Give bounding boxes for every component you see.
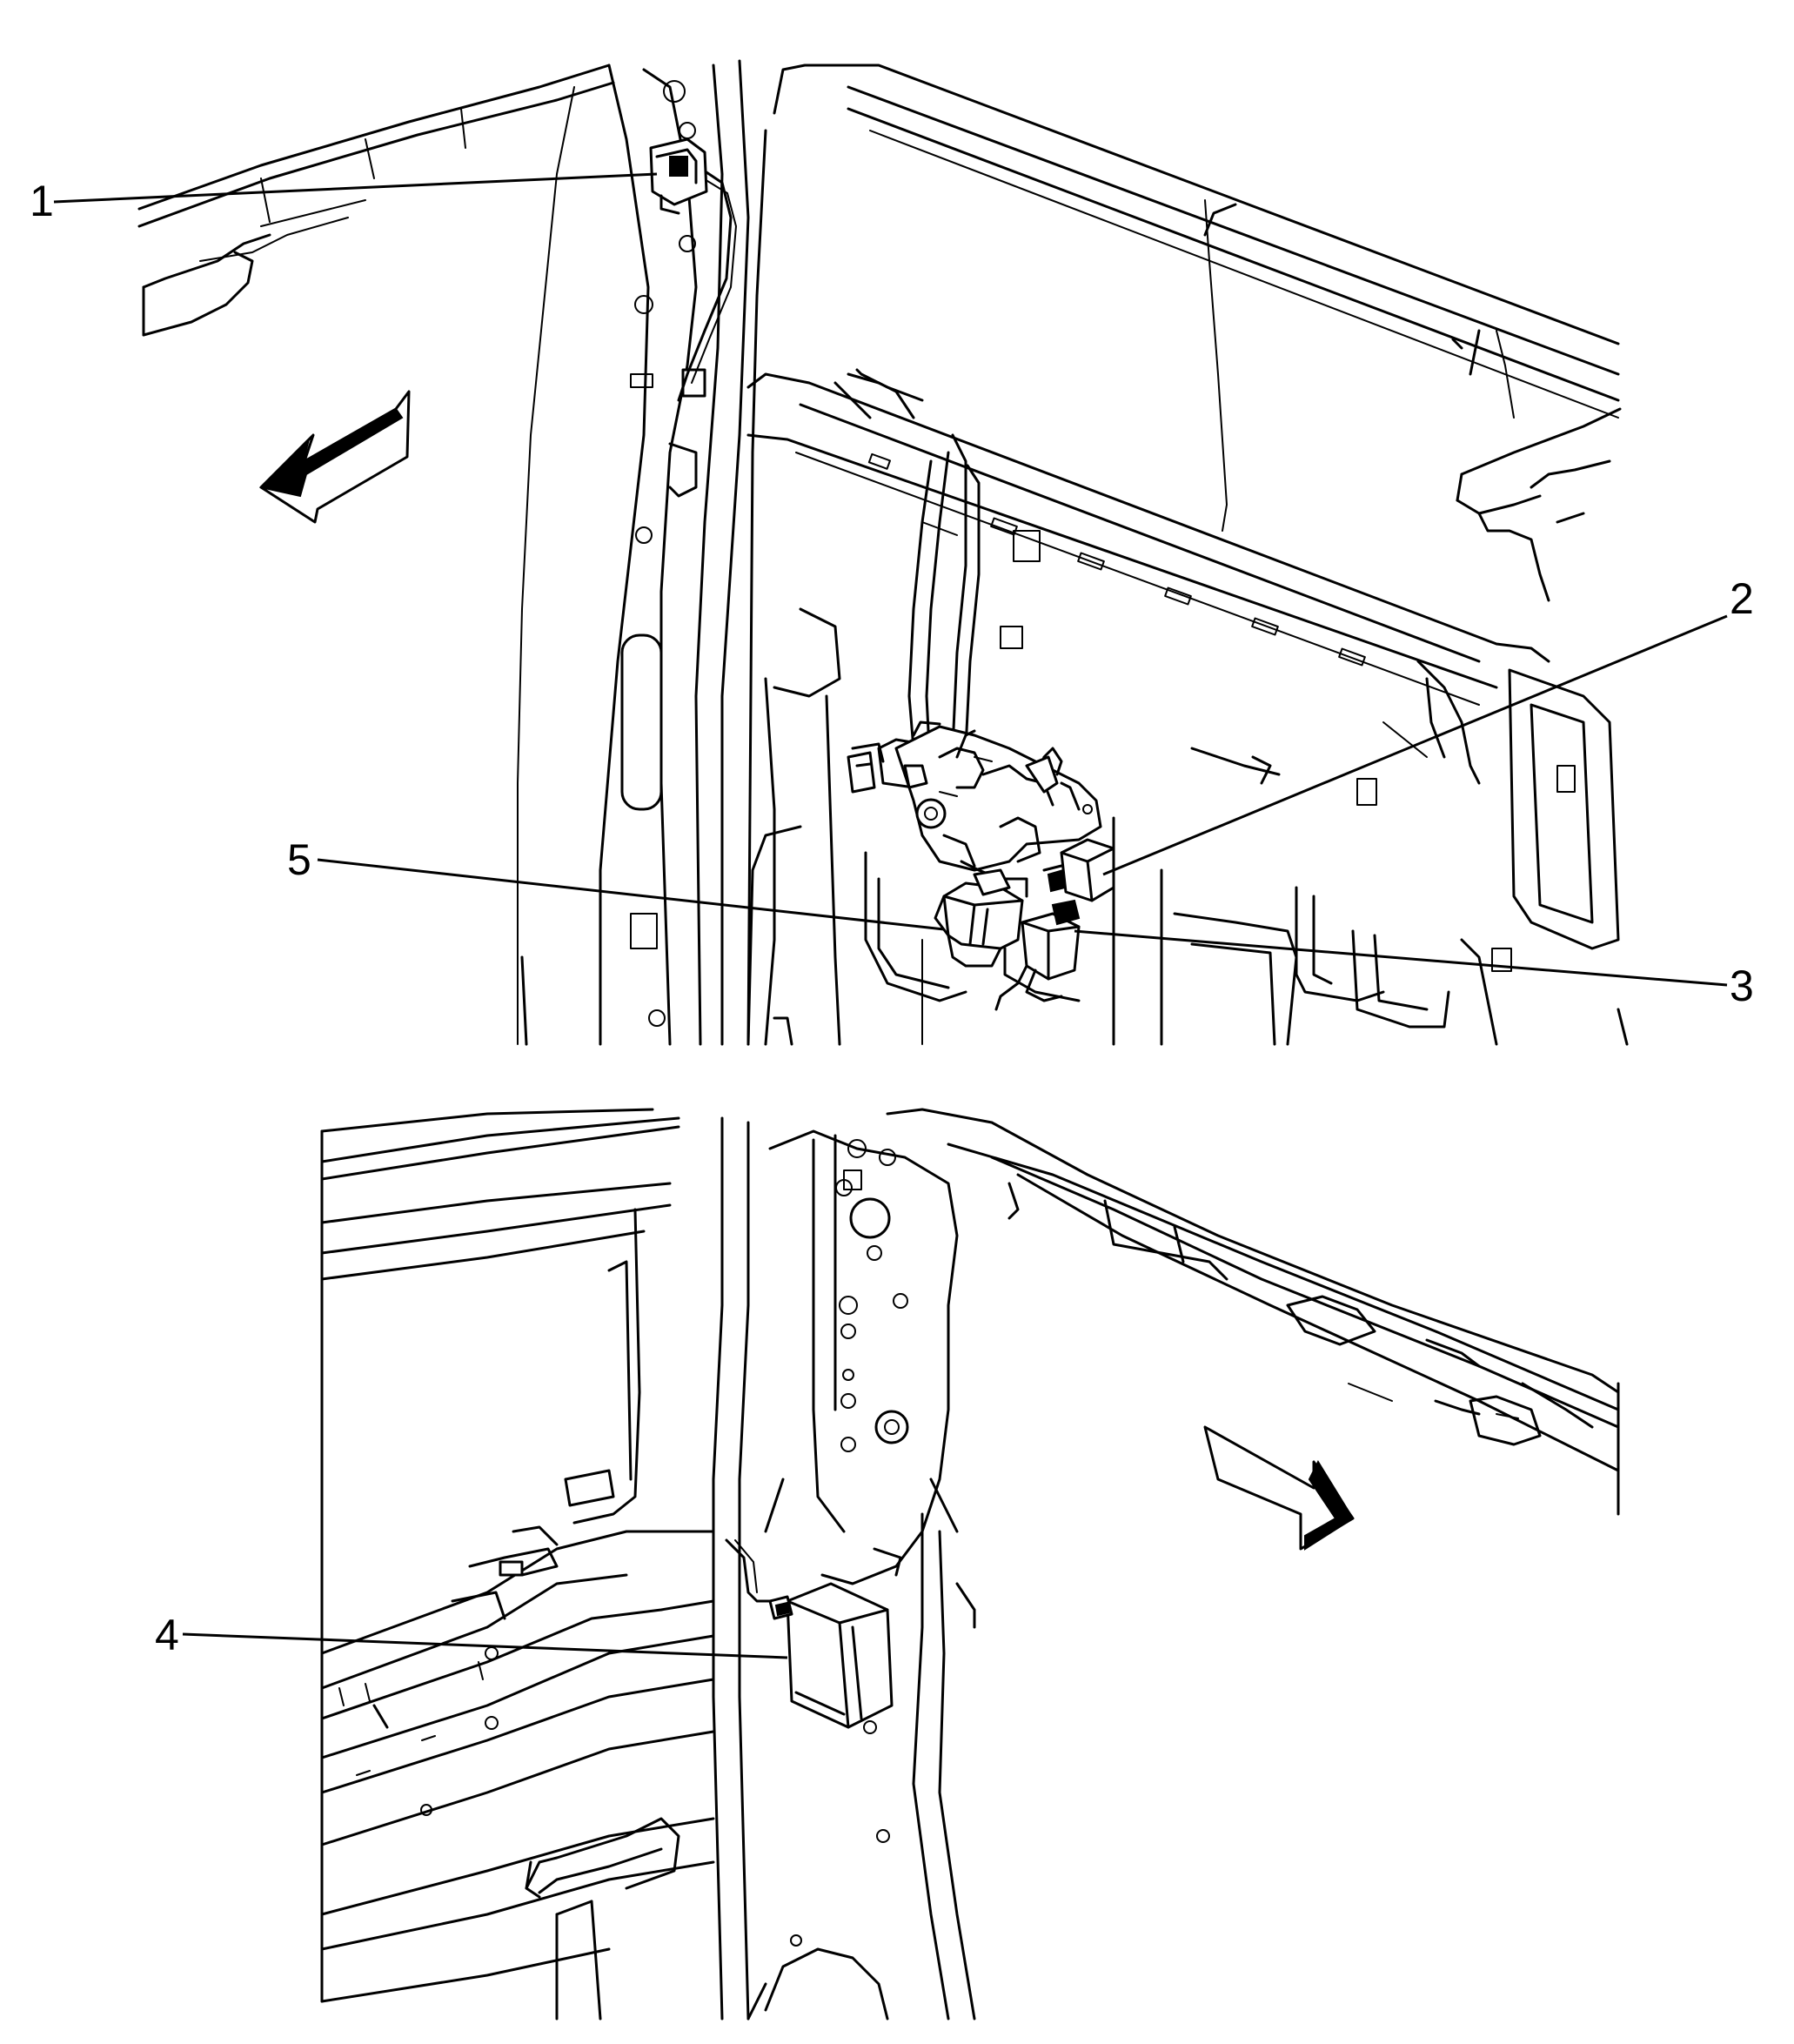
component-1-sensor [649, 137, 708, 215]
door-handle-reinforcement [1508, 668, 1620, 950]
door-latch-assembly [847, 720, 1102, 915]
component-2-latch-actuator [1042, 838, 1115, 902]
callout-leader-4 [182, 1632, 788, 1659]
callout-label-2: 2 [1730, 574, 1754, 623]
lower-view-b-pillar [320, 1108, 1620, 2021]
component-5-motor [934, 868, 1028, 968]
callouts: 1 2 3 4 5 [30, 172, 1754, 1659]
callout-label-3: 3 [1730, 962, 1754, 1010]
left-door-frame [320, 1108, 715, 2003]
wiring-harness-pillar [677, 164, 733, 402]
door-inner-panel [746, 372, 1550, 972]
window-regulator-channel [855, 368, 981, 750]
lower-grab-handle [525, 1817, 680, 2021]
wiring-harness-module [725, 1538, 785, 1603]
front-direction-arrow-icon [1203, 1425, 1355, 1551]
component-4-control-module [768, 1582, 894, 1729]
upper-view-door-interior [137, 59, 1629, 1046]
b-pillar [517, 59, 750, 1046]
left-roof-trim [137, 64, 615, 337]
callout-leader-2 [1102, 614, 1728, 876]
right-roof-rail [886, 1108, 1620, 1516]
callout-leader-3 [1074, 929, 1728, 987]
door-window-frame [746, 64, 1620, 1046]
b-pillar-lower [712, 1116, 976, 2021]
callout-label-1: 1 [30, 177, 54, 225]
component-3-lock-actuator [994, 899, 1081, 1011]
door-lower-panel [746, 677, 1629, 1046]
callout-leader-1 [53, 172, 658, 204]
callout-leader-5 [317, 858, 945, 931]
front-direction-arrow-icon [259, 390, 411, 524]
rear-side-trim [1456, 407, 1622, 602]
callout-label-4: 4 [155, 1611, 179, 1659]
callout-label-5: 5 [287, 835, 311, 884]
